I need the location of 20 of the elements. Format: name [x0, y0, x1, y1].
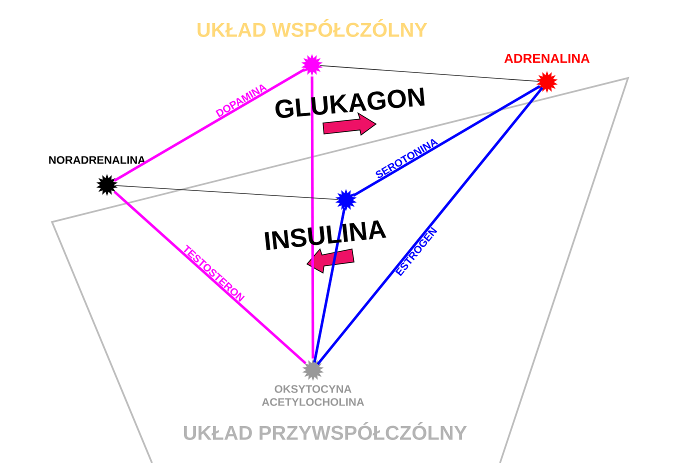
connector-line	[114, 68, 306, 182]
star-shape	[301, 54, 323, 76]
node-label: OKSYTOCYNA ACETYLOCHOLINA	[262, 385, 364, 406]
connector-line	[352, 85, 540, 197]
connector-line	[313, 207, 346, 363]
star-node: NORADRENALINA	[49, 156, 146, 196]
heading: UKŁAD WSPÓŁCZÓLNY	[198, 19, 428, 37]
node-label: NORADRENALINA	[49, 156, 146, 164]
node-label: ADRENALINA	[504, 54, 590, 63]
connector-line	[316, 86, 544, 366]
star-shape	[335, 189, 357, 211]
hormone-label: INSULINA	[264, 220, 386, 250]
connector-line	[114, 185, 338, 200]
connector-line	[310, 76, 314, 358]
hormone-label: GLUKAGON	[275, 88, 425, 118]
connector-line	[114, 190, 306, 364]
star-node: OKSYTOCYNA ACETYLOCHOLINA	[262, 359, 364, 406]
star-node: ADRENALINA	[504, 54, 590, 93]
connector-line	[320, 65, 540, 82]
heading: UKŁAD PRZYWSPÓŁCZÓLNY	[184, 422, 467, 440]
